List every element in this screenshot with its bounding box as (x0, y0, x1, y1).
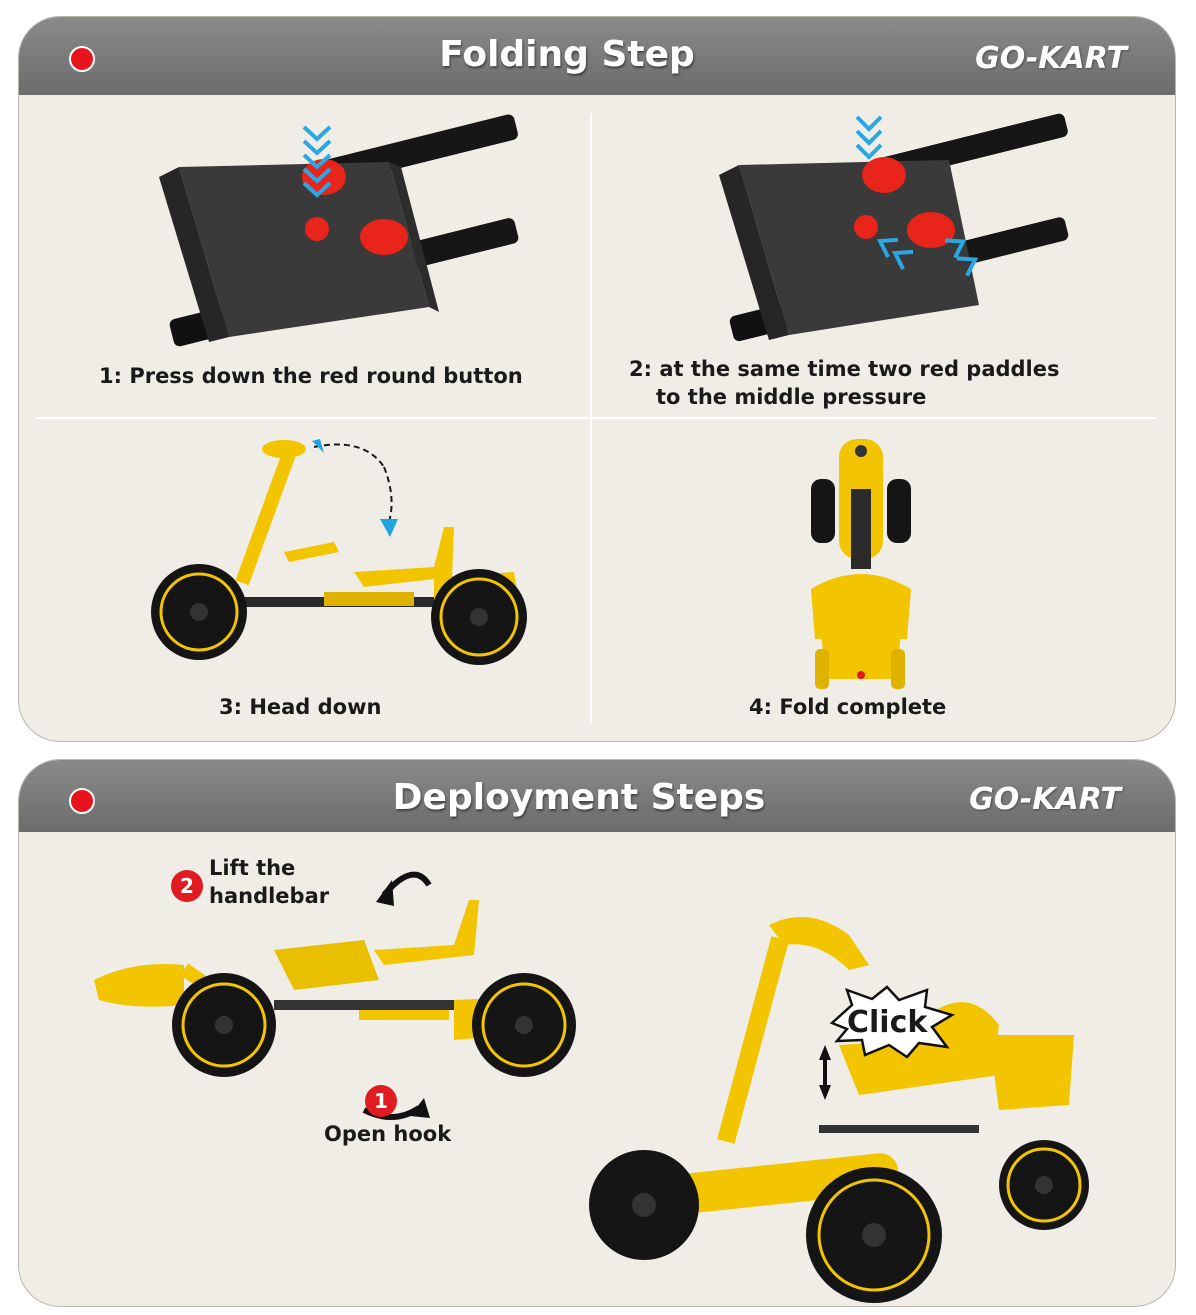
step1-caption: 1: Press down the red round button (99, 364, 523, 388)
folding-panel: Folding Step GO-KART 1: Press down the r… (18, 16, 1176, 742)
step4-caption: 4: Fold complete (749, 695, 947, 719)
red-dot-icon (69, 788, 95, 814)
brand-label: GO-KART (975, 41, 1127, 76)
kart-folded-illustration (811, 439, 911, 689)
grid-divider-horizontal (37, 417, 1157, 419)
deployment-panel: Deployment Steps GO-KART 2 Lift the hand… (18, 759, 1176, 1307)
deployment-title: Deployment Steps (392, 777, 766, 818)
kart-unfolding-illustration (94, 871, 576, 1120)
step2-caption-line1: 2: at the same time two red paddles (629, 357, 1060, 381)
red-dot-icon (69, 46, 95, 72)
brand-label: GO-KART (969, 782, 1121, 817)
kart-head-down-illustration (151, 439, 527, 665)
step3-caption: 3: Head down (219, 695, 382, 719)
folding-latch-illustration-2 (719, 113, 1069, 342)
lift-handlebar-line2: handlebar (209, 884, 330, 908)
folding-title: Folding Step (439, 34, 695, 75)
folding-latch-illustration-1 (159, 114, 519, 347)
open-hook-label: Open hook (324, 1122, 452, 1146)
step2-caption-line2: to the middle pressure (656, 385, 927, 409)
click-label: Click (847, 1005, 928, 1040)
click-burst-icon (829, 985, 956, 1059)
folding-header: Folding Step GO-KART (19, 17, 1175, 95)
step2-number-badge: 2 (171, 870, 203, 902)
deployment-header: Deployment Steps GO-KART (19, 760, 1175, 832)
kart-assembled-illustration (589, 917, 1089, 1303)
lift-handlebar-line1: Lift the (209, 856, 296, 880)
step1-number-badge: 1 (365, 1085, 397, 1117)
